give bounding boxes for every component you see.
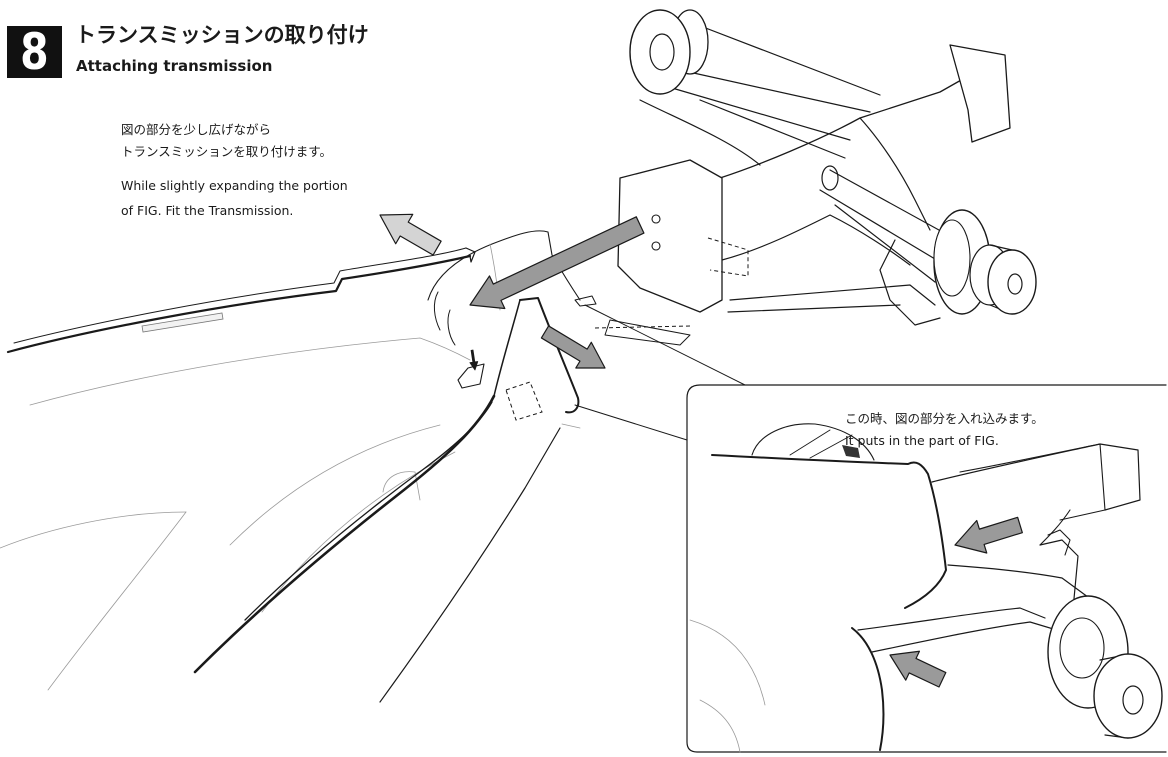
housing-hole-1 <box>651 214 661 224</box>
wheel-hub-hole <box>1007 273 1023 295</box>
inset-gearbox-top <box>931 443 1141 511</box>
inset-intake-dark-spot <box>842 445 860 458</box>
intake-inner-line-1 <box>433 291 441 331</box>
engine-cover-dashed-area <box>505 381 543 421</box>
inset-intake-line-2 <box>809 434 853 459</box>
body-curve-mid-2 <box>261 451 456 613</box>
floor-dashed-line <box>594 325 691 329</box>
upright <box>879 239 941 326</box>
lower-arm-1 <box>729 284 936 306</box>
inset-wheel-hub-hole <box>1122 685 1144 715</box>
gearbox-end-block <box>949 44 1011 143</box>
small-mark <box>561 423 581 429</box>
instruction-ja-line: 図の部分を少し広げながら <box>121 122 272 137</box>
arrow-expand-portion <box>379 213 442 256</box>
rod-1 <box>689 21 881 96</box>
brake-disc-inner <box>933 219 971 297</box>
housing-dashed-area <box>707 237 749 277</box>
body-curve-left-1 <box>0 511 187 549</box>
inset-intake-line-1 <box>789 429 831 456</box>
body-curve-mid-1 <box>229 424 441 546</box>
rod-3 <box>671 87 851 141</box>
inset-body-edge-lower <box>851 627 885 751</box>
intake-inner-line-2 <box>447 309 456 346</box>
inset-gearbox-lower <box>1039 509 1071 546</box>
car-body-illustration <box>0 230 746 703</box>
transmission-housing <box>617 159 723 313</box>
sidepod-edge-inner <box>244 401 493 621</box>
rod-4 <box>699 99 846 159</box>
body-shoulder-line <box>29 337 471 406</box>
step-title-english: Attaching transmission <box>76 57 273 75</box>
drive-rod-3 <box>834 204 936 283</box>
inset-arrow-insert-upper <box>954 516 1023 554</box>
instruction-japanese: 図の部分を少し広げながら トランスミッションを取り付けます。 <box>121 119 332 163</box>
mirror-detail <box>382 471 421 501</box>
intake-outline <box>427 230 581 301</box>
gearbox-lower-edge <box>721 214 911 266</box>
arrow-fit-direction <box>540 325 606 369</box>
inset-frame <box>686 384 1167 753</box>
inset-shade-line-2 <box>699 699 741 753</box>
instruction-english: While slightly expanding the portion of … <box>121 173 348 223</box>
nose-decal-strip <box>141 312 224 333</box>
arrow-insert-transmission <box>469 216 645 310</box>
inset-arm-lower-1 <box>857 607 1046 631</box>
engine-cover-panel-left <box>493 299 521 397</box>
floor-piece <box>604 319 691 346</box>
body-curve-left-2 <box>47 511 187 691</box>
step-title-japanese: トランスミッションの取り付け <box>75 23 369 47</box>
housing-hole-2 <box>651 241 661 251</box>
nose-lower-edge <box>6 254 472 354</box>
inset-body-edge-upper <box>711 454 947 609</box>
inset-intake-bump <box>751 423 875 461</box>
rod-2 <box>679 69 871 113</box>
inset-caption-japanese: この時、図の部分を入れ込みます。 <box>845 411 1044 426</box>
inset-detail-illustration <box>686 384 1167 753</box>
callout-line-upper <box>584 304 746 386</box>
inset-caption: この時、図の部分を入れ込みます。 It puts in the part of … <box>845 408 1044 452</box>
upper-hub-inner <box>649 33 675 71</box>
gearbox-side-edge <box>859 117 931 231</box>
intake-notch <box>574 295 597 307</box>
inset-caption-english: It puts in the part of FIG. <box>845 433 999 448</box>
inset-shade-line-1 <box>689 619 766 706</box>
inset-arrow-insert-lower <box>889 650 947 688</box>
inset-gearbox-inner <box>959 443 1106 521</box>
lower-arm-2 <box>727 304 901 313</box>
instruction-ja-line: トランスミッションを取り付けます。 <box>121 144 333 159</box>
nose-upper-edge <box>13 247 467 344</box>
inset-bracket <box>1047 529 1071 556</box>
step-number: 8 <box>20 23 49 81</box>
transmission-illustration <box>617 9 1037 326</box>
inset-arm-upper <box>947 564 1093 601</box>
sidepod-edge-thick <box>193 394 496 674</box>
inset-arm-lower-2 <box>871 621 1091 653</box>
callout-line-lower <box>574 404 688 441</box>
sidepod-edge-rear <box>379 427 561 703</box>
engine-cover-panel-right <box>519 297 580 414</box>
upper-arm <box>639 99 761 166</box>
small-bracket-part <box>457 363 485 389</box>
arrow-small-pointer <box>469 349 479 371</box>
drive-rod-1 <box>829 169 949 236</box>
nose-tip <box>465 247 476 263</box>
inset-brake-disc-inner <box>1059 617 1105 679</box>
step-number-badge: 8 <box>7 26 62 78</box>
instruction-en-line: of FIG. Fit the Transmission. <box>121 203 294 218</box>
instruction-en-line: While slightly expanding the portion <box>121 178 348 193</box>
drive-rod-2 <box>819 189 941 263</box>
